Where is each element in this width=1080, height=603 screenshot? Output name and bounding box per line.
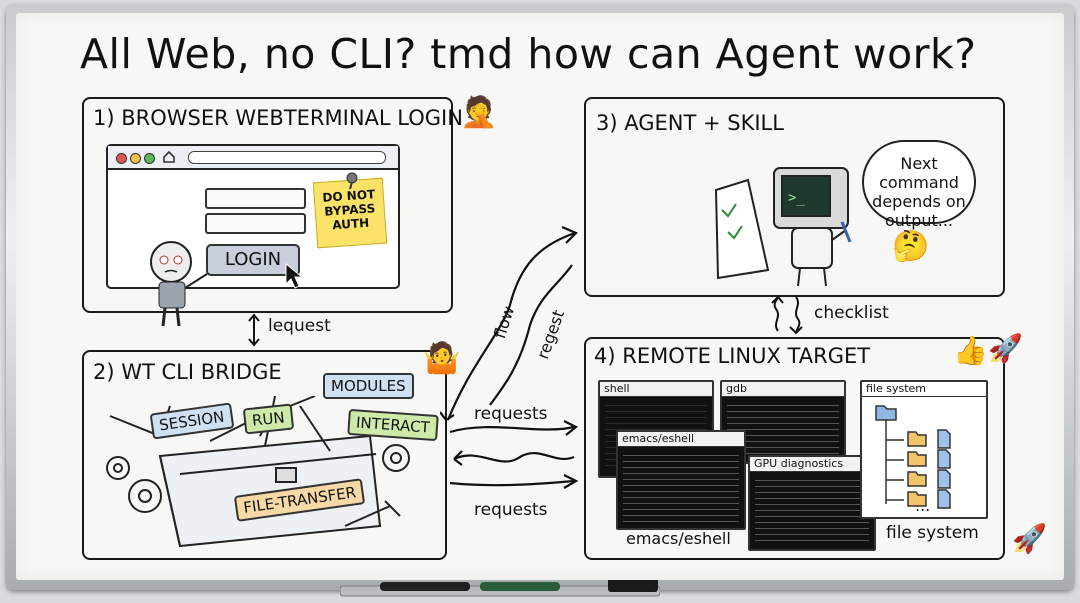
shrug-emoji: 🤷: [423, 341, 461, 376]
panel-browser-login: [82, 97, 453, 313]
password-field: [205, 213, 306, 234]
tired-person-illustration: [150, 241, 208, 327]
fs-caption: file system: [886, 523, 979, 543]
bubble-line-3: output...: [884, 211, 954, 230]
emacs-output: [623, 452, 739, 522]
thumbs-up-emoji: 👍: [953, 334, 988, 367]
facepalm-emoji: 🤦: [460, 95, 498, 130]
panel-remote-linux: [584, 337, 1005, 560]
gpu-output: [755, 477, 869, 543]
panel-1-title: 1) BROWSER WEBTERMINAL LOGIN: [93, 106, 463, 130]
window-maximize-dot: [144, 153, 155, 164]
connector-label-requests-top: requests: [474, 404, 548, 424]
pin-icon: [346, 172, 358, 190]
home-icon: [163, 150, 175, 163]
login-button: LOGIN: [206, 244, 300, 276]
panel-2-title: 2) WT CLI BRIDGE: [93, 360, 282, 384]
window-minimize-dot: [130, 153, 141, 164]
board-title: All Web, no CLI? tmd how can Agent work?: [80, 30, 977, 78]
fs-titlebar: file system: [862, 382, 986, 397]
emacs-window: emacs/eshell: [616, 430, 746, 530]
thinking-emoji: 🤔: [892, 229, 930, 264]
marker-tray: [340, 580, 660, 597]
username-field: [205, 188, 306, 209]
rocket-emoji: 🚀: [988, 332, 1023, 365]
browser-toolbar: [108, 146, 398, 170]
chip-modules: MODULES: [323, 373, 414, 399]
svg-text:>_: >_: [788, 190, 805, 206]
panel-cli-bridge: [82, 350, 447, 560]
emacs-titlebar: emacs/eshell: [618, 432, 744, 447]
folder-icon: [875, 405, 951, 509]
connector-label-lequest: lequest: [268, 316, 331, 336]
panel-4-title: 4) REMOTE LINUX TARGET: [594, 344, 871, 368]
cursor-icon: [285, 262, 304, 289]
agent-robot-illustration: >_: [714, 167, 852, 287]
connector-label-checklist: checklist: [814, 303, 889, 323]
shell-titlebar: shell: [600, 382, 712, 397]
emacs-caption: emacs/eshell: [626, 529, 731, 548]
double-arrow-icon: [248, 313, 260, 347]
address-bar: [188, 151, 386, 164]
chip-run: RUN: [242, 403, 294, 435]
squiggle-arrows-icon: [771, 295, 803, 335]
flow-arrows: [440, 225, 579, 489]
fs-ellipsis: ...: [915, 496, 931, 515]
panel-3-title: 3) AGENT + SKILL: [596, 111, 784, 135]
gpu-titlebar: GPU diagnostics: [750, 457, 874, 472]
file-system-window: file system: [860, 380, 988, 519]
bubble-line-2: depends on: [872, 192, 966, 211]
panel-agent-skill: [584, 97, 1005, 297]
rocket-emoji-corner: 🚀: [1012, 522, 1047, 555]
gdb-titlebar: gdb: [722, 382, 844, 397]
window-close-dot: [116, 153, 127, 164]
gpu-diagnostics-window: GPU diagnostics: [748, 455, 876, 551]
bubble-line-1: Next command: [879, 154, 959, 192]
speech-bubble: Next command depends on output...: [862, 140, 976, 230]
connector-label-requests-bottom: requests: [474, 500, 548, 520]
